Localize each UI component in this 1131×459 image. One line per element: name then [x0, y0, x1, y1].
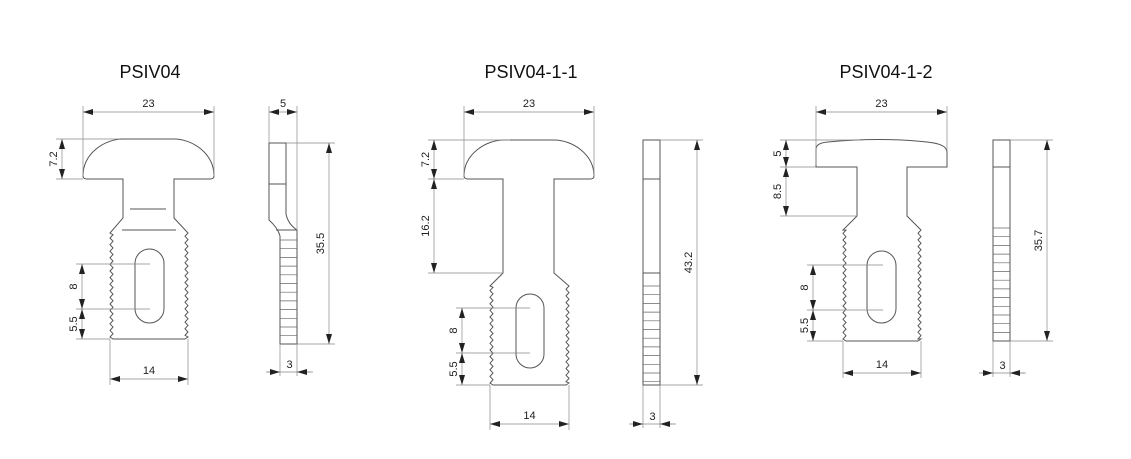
dim-neck-height-label: 16.2	[420, 215, 432, 236]
side-view-outline	[642, 139, 661, 386]
slot	[866, 250, 897, 324]
dim-head-height-label: 7.2	[48, 151, 60, 166]
dim-side-height-label: 43.2	[683, 252, 695, 273]
dim-side-thickness-label: 3	[286, 359, 292, 371]
dim-slot-offset-label: 5.5	[68, 316, 80, 331]
side-view-outline	[268, 142, 298, 345]
dim-base-width-label: 14	[143, 365, 155, 377]
dim-slot-length-label: 8	[799, 284, 811, 290]
dim-neck-height-label: 8.5	[772, 184, 784, 199]
part-title-psiv04-1-2: PSIV04-1-2	[839, 62, 932, 82]
dim-base-width-label: 14	[523, 410, 535, 422]
side-view-outline	[992, 139, 1011, 342]
dim-head-height-label: 7.2	[420, 152, 432, 167]
dim-head-width-label: 23	[523, 98, 535, 110]
slot	[515, 293, 545, 369]
dim-side-height-label: 35.5	[315, 233, 327, 254]
part-front-outline	[82, 138, 215, 340]
dim-head-width-label: 23	[142, 98, 154, 110]
dim-side-width-top-label: 5	[280, 98, 286, 110]
part-title-psiv04-1-1: PSIV04-1-1	[484, 62, 577, 82]
dim-head-height-label: 5	[772, 150, 784, 156]
part-front-outline	[815, 139, 948, 342]
dim-side-thickness-label: 3	[649, 411, 655, 423]
dim-slot-offset-label: 5.5	[799, 318, 811, 333]
dim-head-width-label: 23	[875, 98, 887, 110]
dim-slot-offset-label: 5.5	[448, 361, 460, 376]
part-front-outline	[463, 139, 595, 386]
dim-slot-length-label: 8	[448, 327, 460, 333]
dim-side-height-label: 35.7	[1033, 230, 1045, 251]
dim-base-width-label: 14	[876, 359, 888, 371]
slot	[134, 248, 165, 324]
dim-side-thickness-label: 3	[999, 360, 1005, 372]
dim-slot-length-label: 8	[68, 283, 80, 289]
part-title-psiv04: PSIV04	[119, 62, 180, 82]
